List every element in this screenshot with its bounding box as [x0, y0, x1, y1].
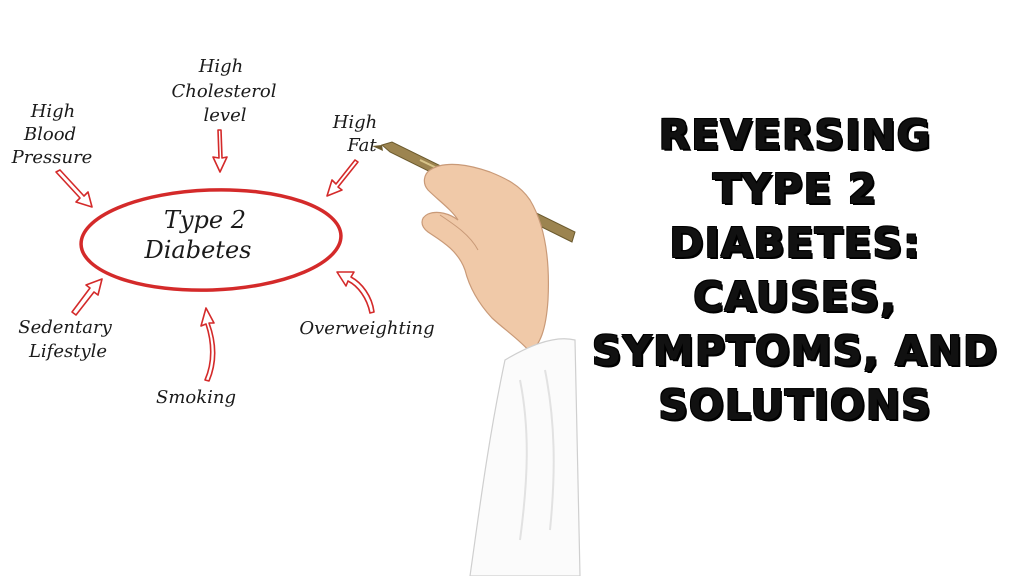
center-label-line1: Type 2	[164, 206, 246, 234]
factor-smoking: Smoking	[156, 307, 236, 408]
headline-line: Reversing	[658, 111, 932, 159]
headline-line: Symptoms, and	[591, 327, 999, 375]
factor-overweighting: Overweighting	[299, 271, 435, 339]
hand-with-pen-illustration	[372, 141, 581, 576]
arrow-icon	[336, 271, 375, 314]
factor-label-line: Fat	[346, 135, 377, 156]
factor-sedentary-lifestyle: Sedentary Lifestyle	[18, 278, 113, 362]
factor-label-line: Cholesterol	[172, 81, 277, 102]
factor-high-cholesterol: High Cholesterol level	[172, 56, 277, 173]
factor-label-line: High	[198, 56, 244, 77]
factor-high-fat: High Fat	[326, 112, 378, 197]
article-headline: Reversing Type 2 Diabetes: Causes, Sympt…	[580, 108, 1010, 432]
headline-line: Diabetes:	[669, 219, 921, 267]
factor-label-line: Blood	[23, 124, 76, 145]
headline-line: Causes,	[693, 273, 897, 321]
sleeve-shape	[469, 338, 581, 576]
arrow-icon	[71, 278, 103, 316]
center-label-line2: Diabetes	[144, 236, 252, 264]
factor-label-line: Overweighting	[299, 318, 434, 339]
factor-label-line: High	[30, 101, 76, 122]
factor-label-line: Pressure	[11, 147, 93, 168]
headline-line: Type 2	[712, 165, 878, 213]
factor-high-blood-pressure: High Blood Pressure	[11, 101, 93, 208]
factor-label-line: High	[332, 112, 378, 133]
hand-shape	[421, 163, 549, 353]
headline-line: Solutions	[658, 381, 932, 429]
factor-label-line: Sedentary	[18, 317, 112, 338]
arrow-icon	[212, 129, 228, 173]
factor-label-line: Lifestyle	[28, 341, 107, 362]
factor-label-line: Smoking	[156, 387, 236, 408]
arrow-icon	[326, 159, 359, 197]
factor-label-line: level	[204, 105, 247, 126]
arrow-icon	[55, 169, 93, 208]
arrow-icon	[200, 307, 216, 382]
center-ellipse	[79, 188, 343, 292]
